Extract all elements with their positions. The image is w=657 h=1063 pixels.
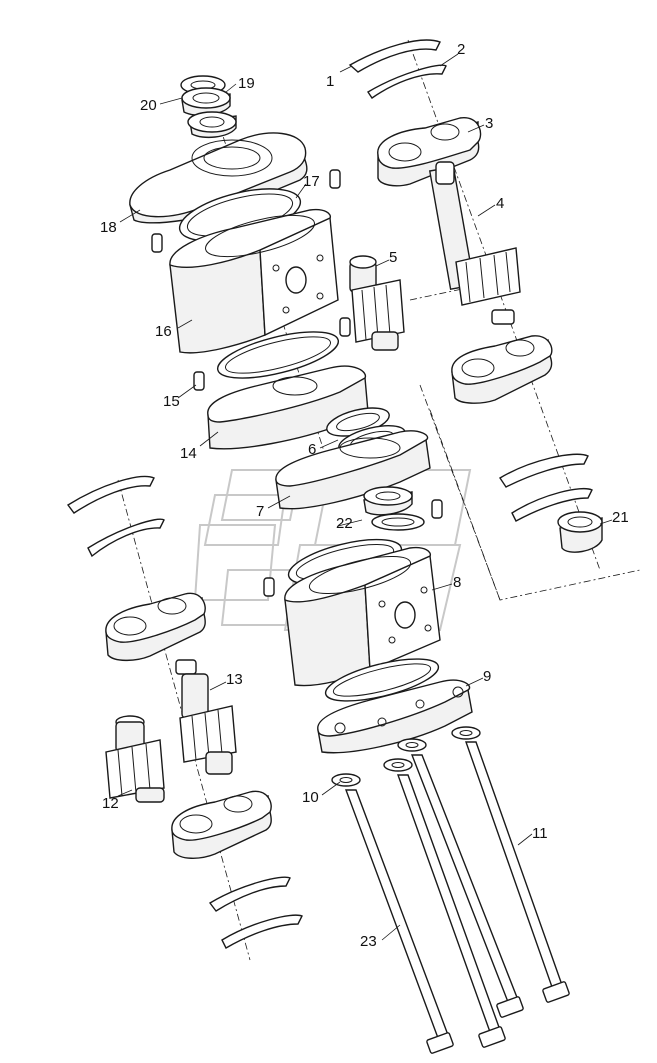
bearing-block-left-upper [105, 592, 206, 662]
front-cover-18 [129, 132, 308, 224]
needle-bearing-21 [557, 511, 603, 553]
callout-7: 7 [256, 503, 264, 520]
callout-21: 21 [612, 509, 629, 526]
callout-8: 8 [453, 574, 461, 591]
retaining-rings [66, 39, 593, 949]
callout-11: 11 [532, 825, 548, 842]
gear-housing-8 [284, 546, 441, 687]
callout-19: 19 [238, 75, 255, 92]
shaft-seal-19-20 [180, 75, 237, 139]
callout-9: 9 [483, 668, 491, 685]
intermediate-plate-7 [275, 430, 431, 510]
callout-4: 4 [496, 195, 504, 212]
callout-15: 15 [163, 393, 180, 410]
adapter-plate-14 [207, 365, 369, 450]
callout-3: 3 [485, 115, 493, 132]
dowel-pins [151, 169, 443, 597]
bearing-block-right [451, 335, 553, 404]
callout-5: 5 [389, 249, 397, 266]
callout-17: 17 [303, 173, 320, 190]
callout-10: 10 [302, 789, 319, 806]
callout-12: 12 [102, 795, 119, 812]
callout-20: 20 [140, 97, 157, 114]
callout-16: 16 [155, 323, 172, 340]
callout-22: 22 [336, 515, 353, 532]
leader-lines [117, 53, 613, 941]
callout-18: 18 [100, 219, 117, 236]
callout-2: 2 [457, 41, 465, 58]
callout-6: 6 [308, 441, 316, 458]
tie-bolts-11-23 [344, 741, 570, 1054]
callout-labels: 1 2 3 4 5 6 7 8 9 10 11 12 13 14 15 16 1… [100, 41, 629, 950]
bearing-block-left-lower [171, 790, 272, 859]
callout-23: 23 [360, 933, 377, 950]
bearing-22 [363, 486, 425, 531]
rear-cover-9 [317, 679, 473, 754]
callout-14: 14 [180, 445, 197, 462]
gear-12 [105, 715, 165, 803]
callout-13: 13 [226, 671, 243, 688]
o-ring-lower [216, 331, 340, 379]
gear-housing-16 [169, 208, 339, 354]
driven-gear-5 [349, 255, 405, 351]
gear-shaft-13 [175, 659, 237, 775]
bearing-block-3 [377, 117, 482, 187]
callout-1: 1 [326, 73, 334, 90]
drive-shaft-4 [428, 161, 521, 325]
